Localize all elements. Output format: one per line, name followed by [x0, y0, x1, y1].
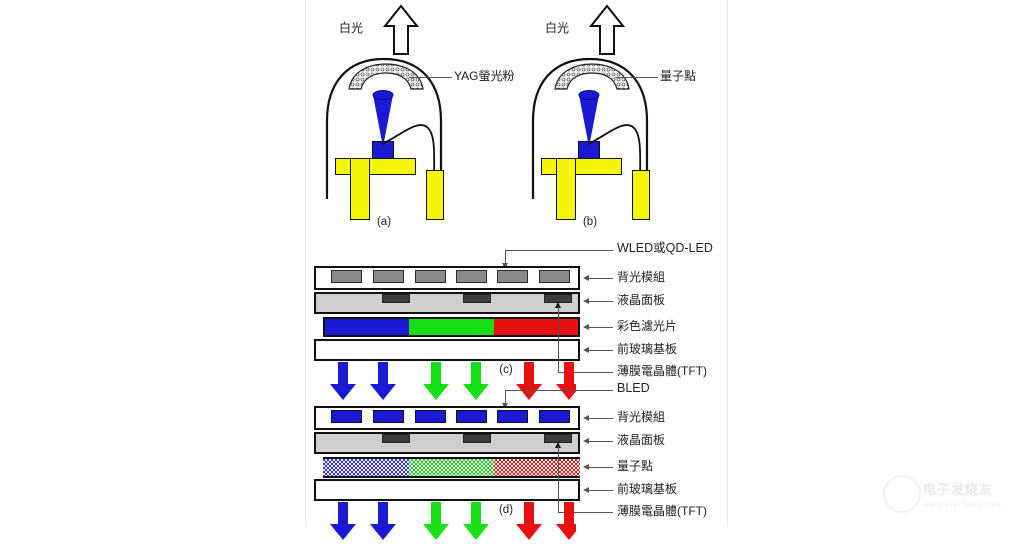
- panel-c-callout-arrowhead: [583, 346, 589, 353]
- panel-c-backlight-chip: [497, 270, 528, 283]
- panel-c-backlight-chip: [373, 270, 404, 283]
- panel-d-blue-led-chip: [539, 410, 570, 423]
- panel-b-lead-left: [556, 158, 576, 220]
- panel-d-callout-arrowhead: [583, 437, 589, 444]
- panel-d-tft-block: [382, 434, 410, 443]
- panel-c-color-filter-red: [494, 317, 580, 337]
- panel-d-label-backlight: 背光模組: [617, 410, 666, 424]
- panel-c-color-filter-blue: [323, 317, 409, 337]
- panel-d-quantum-dot-film: [323, 457, 580, 478]
- panel-d-label-tft: 薄膜電晶體(TFT): [617, 504, 707, 518]
- panel-d-tft-riser: [558, 446, 559, 513]
- panel-d-blue-led-chip: [415, 410, 446, 423]
- panel-d-blue-led-chip: [497, 410, 528, 423]
- panel-c-callout-leader: [589, 350, 613, 351]
- watermark: 电子发烧友 www.elecfans.com: [883, 473, 1015, 523]
- panel-d-callout-leader: [589, 418, 613, 419]
- panel-b-white-light-arrow: [588, 4, 626, 55]
- panel-b-blue-beam: [578, 90, 600, 147]
- panel-b: 白光 量子點 (b): [518, 0, 728, 236]
- panel-d-label-quantumdot: 量子點: [617, 459, 654, 473]
- panel-a-blue-beam: [372, 90, 394, 147]
- panel-d-tft-arrowhead: [554, 442, 561, 448]
- panel-a-white-light-arrow: [382, 4, 420, 55]
- panel-b-quantum-dot-band: [554, 63, 630, 90]
- panel-c-source-drop: [505, 250, 506, 265]
- panel-c-front-glass: [314, 339, 580, 361]
- panel-b-emission-label: 白光: [545, 21, 570, 35]
- watermark-logo-icon: [883, 475, 921, 513]
- panel-d-lc-panel: [314, 432, 580, 454]
- panel-a-caption: (a): [376, 216, 392, 228]
- panel-d-blue-led-chip: [456, 410, 487, 423]
- panel-d-callout-arrowhead: [583, 486, 589, 493]
- watermark-url: www.elecfans.com: [923, 499, 1002, 509]
- figure-sheet: 白光: [305, 0, 728, 540]
- panel-d-tft-leader: [558, 512, 613, 513]
- panel-c-tft-riser: [558, 306, 559, 373]
- panel-b-converter-label: 量子點: [660, 69, 697, 83]
- panel-d-callout-arrowhead: [583, 414, 589, 421]
- panel-c-callout-arrowhead: [583, 297, 589, 304]
- panel-c-callout-leader: [589, 278, 613, 279]
- panel-d-source-drop: [505, 390, 506, 405]
- panel-c-callout-leader: [589, 301, 613, 302]
- panel-d-callout-leader: [589, 467, 613, 468]
- panel-d-source-label: BLED: [617, 381, 650, 395]
- panel-c-backlight-chip: [331, 270, 362, 283]
- panel-a: 白光: [306, 0, 516, 236]
- panel-b-converter-leader: [615, 77, 658, 78]
- panel-c-callout-arrowhead: [583, 323, 589, 330]
- panel-d-front-glass: [314, 479, 580, 501]
- panel-c-caption: (c): [499, 364, 513, 376]
- panel-c: WLED或QD-LED 薄膜電晶體(TFT) 背光模組 液晶面板: [306, 236, 727, 400]
- panel-a-lead-left: [350, 158, 370, 220]
- panel-b-lead-right: [632, 170, 650, 220]
- panel-c-label-tft: 薄膜電晶體(TFT): [617, 364, 707, 378]
- panel-c-source-leader: [505, 250, 613, 251]
- panel-d-blue-led-chip: [331, 410, 362, 423]
- panel-c-label-lcpanel: 液晶面板: [617, 293, 666, 307]
- panel-d-callout-arrowhead: [583, 463, 589, 470]
- panel-d-blue-led-chip: [373, 410, 404, 423]
- panel-c-label-colorfilter: 彩色濾光片: [617, 319, 678, 333]
- panel-c-tft-leader: [558, 372, 613, 373]
- panel-a-converter-leader: [409, 77, 452, 78]
- panel-c-callout-arrowhead: [583, 274, 589, 281]
- panel-d-output-arrows: [330, 502, 576, 540]
- panel-d-caption: (d): [498, 504, 514, 516]
- panel-c-source-label: WLED或QD-LED: [617, 241, 713, 255]
- panel-c-tft-block: [382, 294, 410, 303]
- panel-b-caption: (b): [582, 216, 598, 228]
- panel-a-lead-right: [426, 170, 444, 220]
- panel-a-emission-label: 白光: [339, 21, 364, 35]
- watermark-title: 电子发烧友: [923, 482, 994, 497]
- panel-b-leadframe-shelf: [541, 158, 622, 175]
- panel-a-converter-label: YAG螢光粉: [454, 69, 515, 83]
- panel-a-phosphor-band: [348, 63, 424, 90]
- panel-d-label-frontglass: 前玻璃基板: [617, 482, 678, 496]
- panel-b-bond-wire: [587, 124, 642, 187]
- panel-a-bond-wire: [381, 124, 436, 187]
- panel-c-backlight-chip: [539, 270, 570, 283]
- panel-d-source-leader: [505, 390, 613, 391]
- panel-c-label-backlight: 背光模組: [617, 270, 666, 284]
- panel-d-label-lcpanel: 液晶面板: [617, 433, 666, 447]
- panel-d-tft-block: [463, 434, 491, 443]
- panel-c-tft-block: [463, 294, 491, 303]
- panel-c-label-frontglass: 前玻璃基板: [617, 342, 678, 356]
- panel-d: BLED: [306, 376, 727, 540]
- panel-c-lc-panel: [314, 292, 580, 314]
- panel-c-callout-leader: [589, 327, 613, 328]
- panel-c-backlight-chip: [415, 270, 446, 283]
- panel-a-leadframe-shelf: [335, 158, 416, 175]
- panel-d-callout-leader: [589, 441, 613, 442]
- panel-d-callout-leader: [589, 490, 613, 491]
- panel-c-color-filter-green: [409, 317, 494, 337]
- panel-c-backlight-chip: [456, 270, 487, 283]
- panel-c-tft-arrowhead: [554, 302, 561, 308]
